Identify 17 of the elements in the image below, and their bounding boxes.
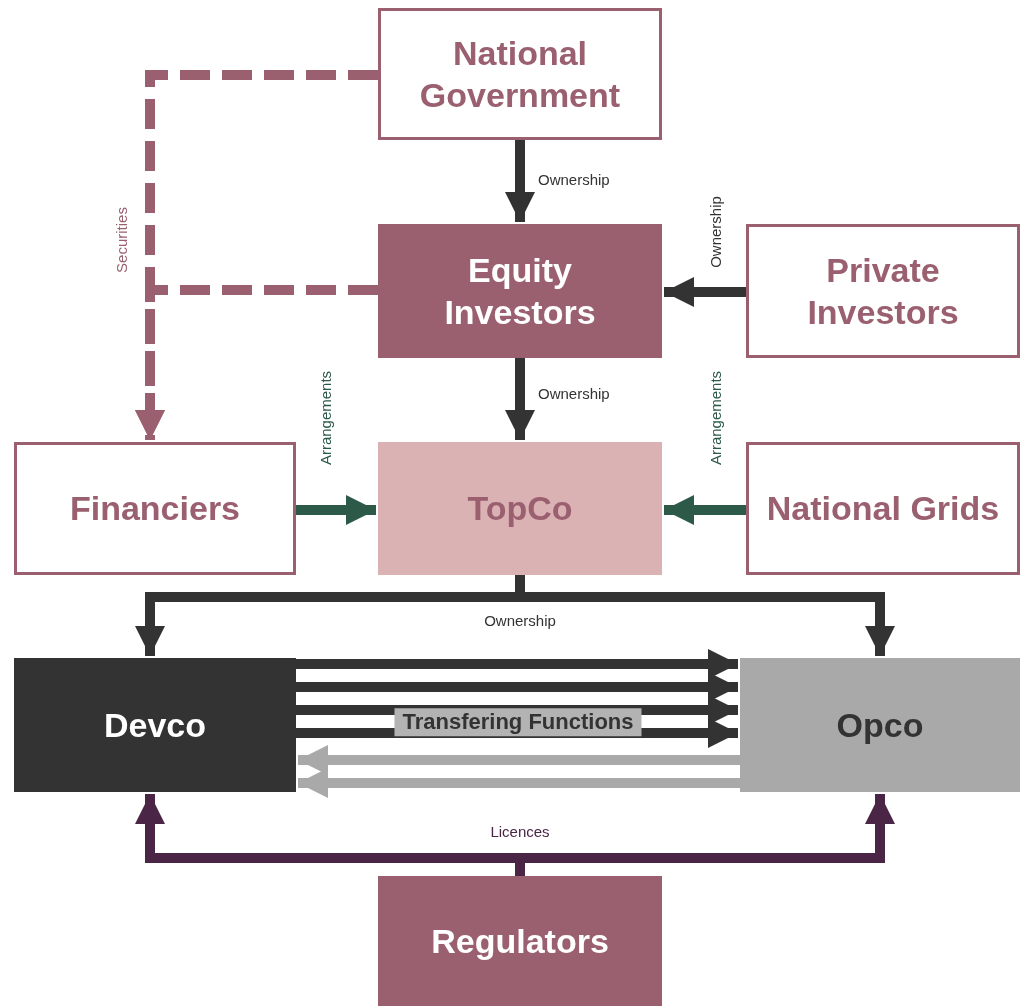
entity-box: Devco xyxy=(14,658,296,792)
entity-box: Private Investors xyxy=(746,224,1020,358)
arrow xyxy=(298,768,740,798)
arrow xyxy=(296,495,376,525)
entity-box: Regulators xyxy=(378,876,662,1006)
entity-box: National Government xyxy=(378,8,662,140)
arrow xyxy=(296,718,738,748)
arrow xyxy=(505,358,535,440)
entity-box: Financiers xyxy=(14,442,296,575)
entity-box: National Grids xyxy=(746,442,1020,575)
entity-box: Opco xyxy=(740,658,1020,792)
arrow xyxy=(664,277,746,307)
arrow xyxy=(505,140,535,222)
entity-box: TopCo xyxy=(378,442,662,575)
arrow xyxy=(664,495,746,525)
edge-label: Transfering Functions xyxy=(394,708,642,736)
entity-box: Equity Investors xyxy=(378,224,662,358)
